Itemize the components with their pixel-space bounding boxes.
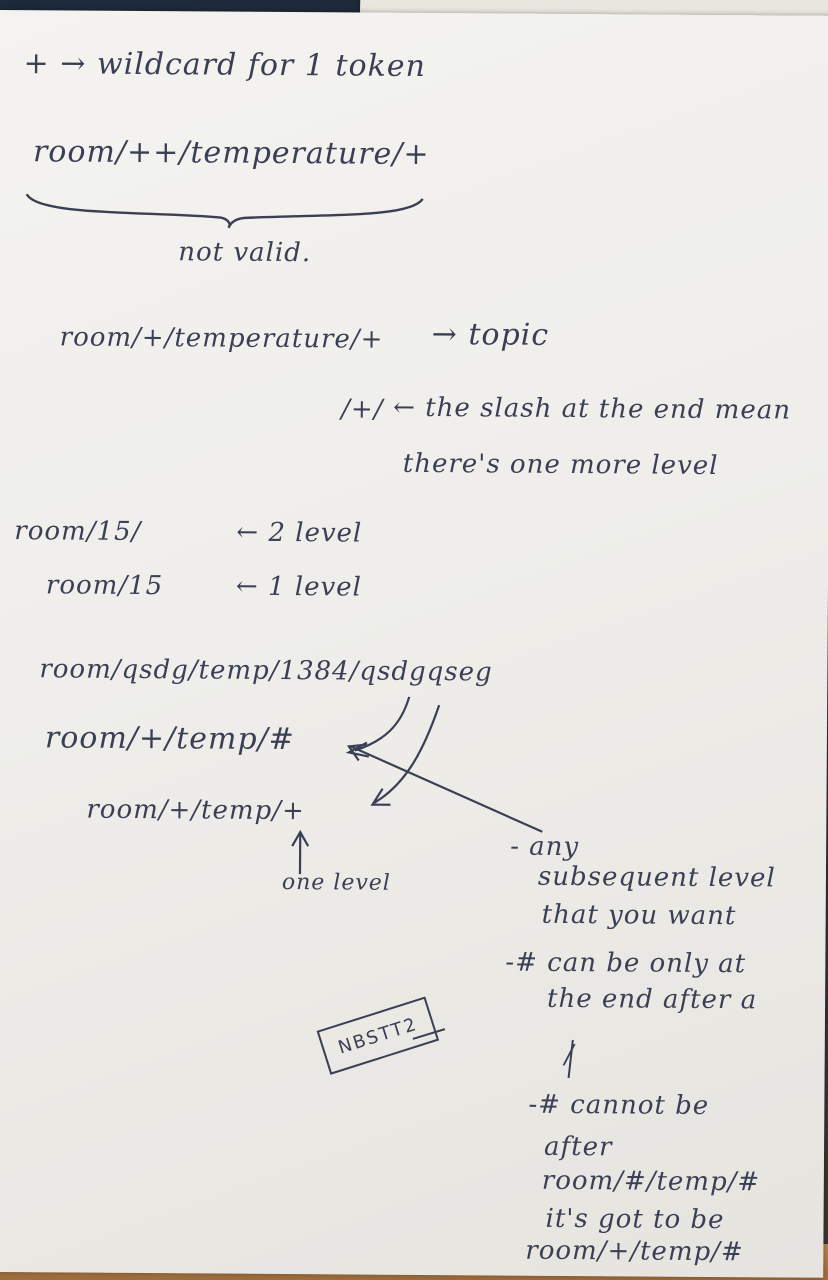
plus-topic-example: room/+/temp/+ <box>86 794 305 827</box>
one-level-example: room/15 <box>45 570 164 602</box>
invalid-topic-example: room/++/temperature/+ <box>32 134 430 173</box>
long-topic-example: room/qsdg/temp/1384/qsdgqseg <box>39 654 493 688</box>
one-level-note: ← 1 level <box>235 571 363 603</box>
notebook-page: + → wildcard for 1 token room/++/tempera… <box>0 10 828 1278</box>
curly-brace <box>25 193 424 229</box>
bad-example: room/#/temp/# <box>541 1165 761 1198</box>
slash-note-continued: there's one more level <box>402 448 719 482</box>
note-cannot-be: -# cannot be <box>528 1089 710 1121</box>
arrow-to-plus <box>370 704 441 806</box>
note-any: - any <box>510 831 580 863</box>
topic-arrow-label: → topic <box>431 317 550 353</box>
topic-example: room/+/temperature/+ <box>59 322 384 355</box>
nbstt2-stamp: NBSTT2 <box>316 996 440 1075</box>
note-hash-end-slash: / <box>564 1039 575 1071</box>
good-example: room/+/temp/# <box>525 1235 744 1268</box>
two-level-note: ← 2 level <box>236 517 363 549</box>
one-level-label: one level <box>281 869 391 896</box>
note-that-you-want: that you want <box>541 899 737 932</box>
note-subsequent-level: subsequent level <box>537 861 776 894</box>
not-valid-label: not valid. <box>178 237 312 269</box>
wildcard-definition: + → wildcard for 1 token <box>23 46 426 84</box>
two-level-example: room/15/ <box>14 516 142 547</box>
slash-example: /+/ <box>341 394 384 425</box>
note-got-to-be: it's got to be <box>545 1203 725 1236</box>
note-hash-end-2: the end after a <box>547 983 758 1016</box>
one-level-pointer-arrow <box>291 829 310 875</box>
arrow-note-to-hash <box>346 743 543 833</box>
note-hash-end: -# can be only at <box>505 947 747 980</box>
hash-topic-example: room/+/temp/# <box>44 720 296 758</box>
slash-note: ← the slash at the end mean <box>393 392 792 426</box>
arrow-to-hash-1 <box>345 696 411 758</box>
note-after: after <box>543 1131 613 1163</box>
pen-strokes <box>25 193 574 1079</box>
